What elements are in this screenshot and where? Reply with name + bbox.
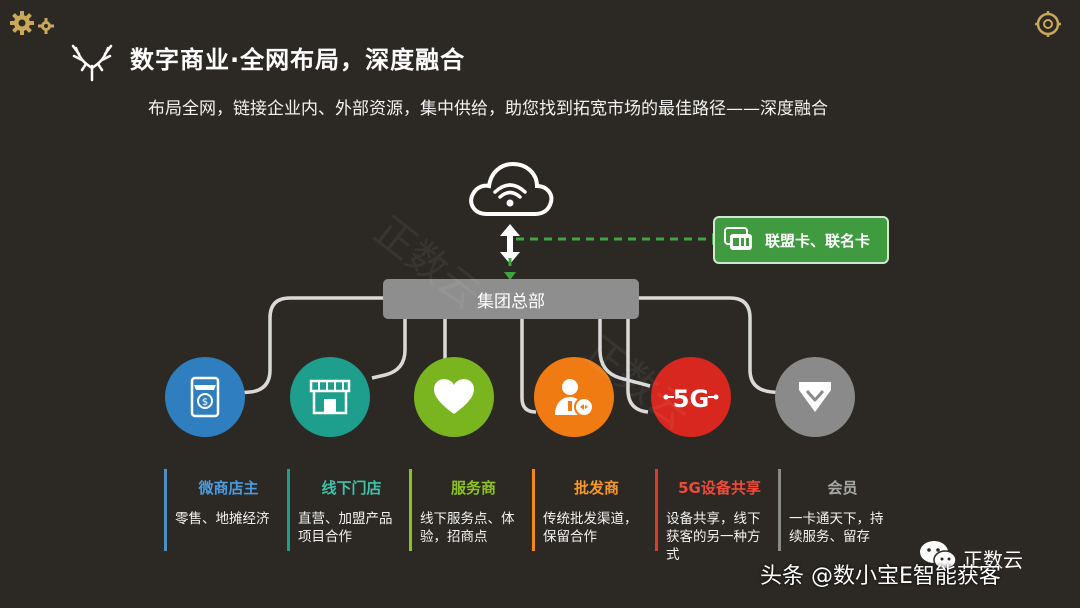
heart-icon (434, 379, 474, 414)
column-desc: 设备共享，线下获客的另一种方式 (666, 511, 761, 563)
column-desc: 直营、加盟产品项目合作 (298, 511, 393, 545)
diamond-icon (799, 382, 831, 412)
column-title: 会员 (827, 479, 858, 497)
column-title: 批发商 (573, 479, 619, 497)
svg-text:5G: 5G (673, 385, 709, 413)
column-weshop: 微商店主 零售、地摊经济 (164, 469, 282, 551)
column-desc: 传统批发渠道，保留合作 (543, 511, 638, 545)
footer-brand-text: 头条 @数小宝E智能获客 (760, 564, 1001, 589)
wechat-icon (920, 541, 957, 570)
column-wholesale: 批发商 传统批发渠道，保留合作 (532, 469, 650, 551)
column-title: 微商店主 (198, 479, 259, 497)
gear-icon (10, 11, 54, 35)
settings-gear-icon (1035, 11, 1061, 37)
svg-text:$: $ (202, 397, 208, 408)
column-title: 线下门店 (321, 479, 382, 497)
storefront-icon (309, 379, 351, 415)
column-title: 服务商 (450, 479, 496, 497)
headquarters-box: 集团总部 (383, 279, 639, 319)
page-title: 数字商业·全网布局，深度融合 (130, 46, 466, 74)
column-desc: 一卡通天下，持续服务、留存 (789, 511, 884, 545)
person-badge-icon (555, 379, 594, 417)
alliance-card-label: 联盟卡、联名卡 (765, 232, 871, 250)
column-5g: 5G设备共享 设备共享，线下获客的另一种方式 (655, 469, 773, 563)
column-title: 5G设备共享 (678, 479, 761, 497)
node-circle-store (290, 357, 370, 437)
column-desc: 零售、地摊经济 (175, 511, 270, 527)
node-circle-wholesale (534, 357, 614, 437)
card-icon (724, 227, 752, 250)
node-circle-service (414, 357, 494, 437)
column-store: 线下门店 直营、加盟产品项目合作 (287, 469, 405, 551)
column-member: 会员 一卡通天下，持续服务、留存 (778, 469, 896, 551)
wechat-account-name: 正数云 (963, 548, 1023, 572)
column-desc: 线下服务点、体验，招商点 (420, 511, 515, 545)
cloud-wifi-icon (469, 161, 554, 216)
antler-logo-icon (71, 44, 113, 82)
node-circle-weshop: $ (165, 357, 245, 437)
5g-icon: 5G (663, 385, 719, 413)
node-circle-5g: 5G (651, 357, 731, 437)
column-service: 服务商 线下服务点、体验，招商点 (409, 469, 527, 551)
node-circle-member (775, 357, 855, 437)
page-subtitle: 布局全网，链接企业内、外部资源，集中供给，助您找到拓宽市场的最佳路径——深度融合 (148, 99, 828, 119)
shop-phone-icon: $ (190, 376, 220, 418)
